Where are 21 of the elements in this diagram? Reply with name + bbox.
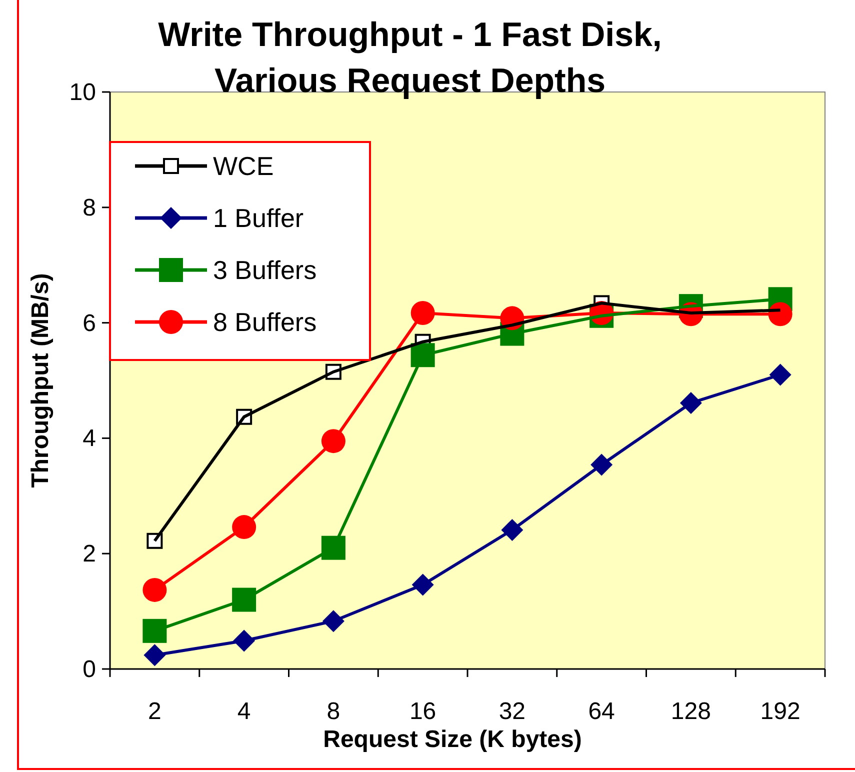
tick-label: 4 xyxy=(82,425,96,452)
tick-label: 8 xyxy=(82,194,96,222)
tick-label: 16 xyxy=(409,698,436,725)
axis-title: Throughput (MB/s) xyxy=(27,273,54,488)
chart-title: Write Throughput - 1 Fast Disk, Various Request Depths xyxy=(157,15,663,102)
tick-label: 10 xyxy=(69,79,96,106)
legend-label: WCE xyxy=(213,151,274,181)
tick-label: 0 xyxy=(82,656,96,683)
tick-label: 192 xyxy=(760,698,800,725)
legend-label: 8 Buffers xyxy=(213,307,317,337)
tick-label: 128 xyxy=(670,698,711,725)
tick-label: 32 xyxy=(498,698,526,725)
legend-label: 1 Buffer xyxy=(213,203,304,233)
tick-label: 2 xyxy=(148,698,162,725)
tick-label: 8 xyxy=(326,698,340,725)
tick-label: 6 xyxy=(82,310,96,337)
tick-label: 2 xyxy=(82,540,96,568)
axis-title: Request Size (K bytes) xyxy=(323,726,582,753)
legend-label: 3 Buffers xyxy=(213,255,317,285)
tick-label: 64 xyxy=(588,698,615,725)
tick-label: 4 xyxy=(237,698,251,725)
